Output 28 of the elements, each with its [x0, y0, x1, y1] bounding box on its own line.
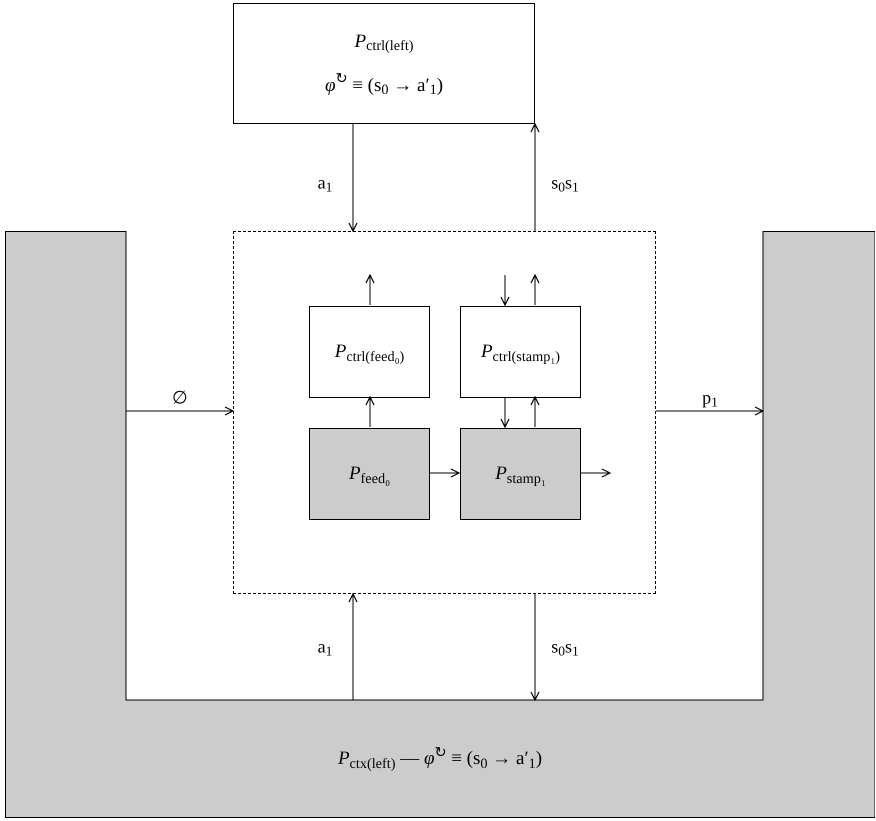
node-label: P$_{ctx(left)}$ — φ$^{↻}$ ≡ (s$_{0}$ → a′$_{1}$)	[338, 747, 542, 771]
controller-box	[309, 306, 430, 398]
process-box	[460, 428, 581, 520]
node-label: P$_{ctrl(feed₀)}$	[334, 340, 404, 364]
arrow	[500, 274, 510, 306]
arrow	[580, 468, 611, 478]
controller-box	[233, 3, 535, 124]
process-box	[309, 428, 430, 520]
arrow	[530, 594, 540, 701]
node-label: P$_{ctrl(left)}$	[354, 30, 414, 54]
dashed-boundary-box	[233, 231, 656, 594]
node-label: P$_{stamp₁}$	[495, 462, 546, 486]
node-label: P$_{feed₀}$	[348, 462, 390, 486]
arrow	[530, 396, 540, 428]
arrow	[348, 124, 358, 232]
context-u-shape	[5, 231, 875, 818]
arrow	[348, 593, 358, 700]
node-label: P$_{ctrl(stamp₁)}$	[480, 340, 560, 364]
arrow	[530, 123, 540, 232]
arrow	[126, 406, 234, 416]
controller-box	[460, 306, 581, 398]
arrow	[428, 468, 460, 478]
node-label: φ$^{↻}$ ≡ (s$_{0}$ → a′$_{1}$)	[324, 74, 444, 98]
arrow	[500, 396, 510, 428]
arrow	[530, 274, 540, 306]
arrow	[656, 406, 764, 416]
arrow	[365, 396, 375, 428]
arrow	[365, 274, 375, 306]
